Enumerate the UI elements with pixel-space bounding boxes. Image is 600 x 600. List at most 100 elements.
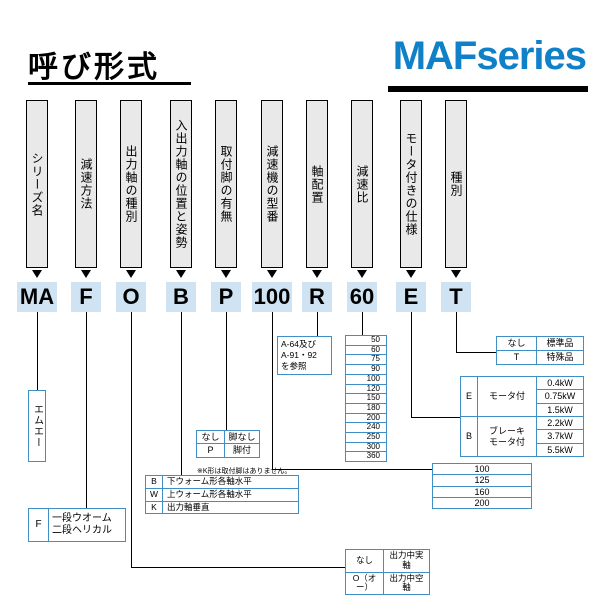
column-label-text: 入出力軸の位置と姿勢 — [174, 119, 188, 249]
down-arrow-icon — [176, 270, 186, 278]
connector-motor-hline — [411, 417, 460, 418]
connector-type-vline — [456, 312, 457, 353]
shaft-position-table: B 下ウォーム形各軸水平 W 上ウォーム形各軸水平 K 出力軸垂直 — [145, 475, 299, 515]
table-row: 3.7kW — [461, 429, 584, 444]
table-cell: 60 — [345, 344, 387, 356]
column-label-text: モータ付きの仕様 — [404, 132, 418, 236]
connector-motor-vline — [411, 312, 412, 418]
connector-model-hline — [272, 469, 432, 470]
table-row: 0.75kW — [461, 389, 584, 404]
connector-mounting-legs-line — [226, 312, 227, 430]
table-cell: 75 — [345, 354, 387, 366]
table-cell: 上ウォーム形各軸水平 — [162, 487, 299, 502]
table-row: B ブレーキ モータ付 2.2kW — [460, 416, 584, 458]
series-reading-text: エムエー — [31, 404, 43, 448]
column-label-type: 種別 — [445, 100, 467, 268]
table-cell: W — [145, 487, 163, 502]
column-label-text: 種別 — [449, 171, 463, 197]
down-arrow-icon — [126, 270, 136, 278]
column-label-reduction-ratio: 減速比 — [351, 100, 373, 268]
table-cell: 100 — [345, 373, 387, 385]
reduction-ratio-table: 50 60 75 90 100 120 150 180 200 240 250 … — [345, 335, 387, 463]
table-row: 1.5kW — [461, 402, 584, 418]
down-arrow-icon — [451, 270, 461, 278]
column-label-series-name: シリーズ名 — [26, 100, 48, 268]
table-row: なし 標準品 — [496, 336, 584, 351]
connector-output-shaft-vline — [131, 312, 132, 568]
column-label-reduction-method: 減速方法 — [75, 100, 97, 268]
down-arrow-icon — [32, 270, 42, 278]
table-cell: 3.7kW — [536, 429, 584, 444]
reduction-method-line2: 二段ヘリカル — [52, 525, 112, 536]
column-label-text: シリーズ名 — [30, 151, 44, 217]
table-cell: 100 — [432, 462, 532, 476]
motor-label-line1: ブレーキ — [488, 426, 525, 437]
table-cell: 120 — [345, 383, 387, 395]
table-row: 360 — [345, 451, 387, 463]
connector-output-shaft-hline — [131, 567, 345, 568]
table-row: 125 — [432, 474, 532, 487]
connector-series-line — [37, 312, 38, 390]
table-cell: 標準品 — [536, 336, 584, 351]
connector-reduction-method-line — [86, 312, 87, 508]
series-reading-box: エムエー — [28, 390, 46, 462]
table-cell: O（オー） — [345, 571, 384, 596]
table-row: 200 — [432, 497, 532, 510]
code-type: T — [441, 282, 471, 312]
table-cell: ブレーキ モータ付 — [477, 416, 537, 458]
title-underline — [28, 82, 191, 85]
reduction-method-line1: 一段ウオーム — [52, 513, 112, 524]
table-cell: 160 — [432, 485, 532, 499]
table-cell: 150 — [345, 393, 387, 404]
down-arrow-icon — [221, 270, 231, 278]
table-cell: 240 — [345, 422, 387, 434]
column-label-motor-spec: モータ付きの仕様 — [400, 100, 422, 268]
table-row: 120 — [345, 383, 387, 395]
table-cell: 5.5kW — [536, 442, 584, 458]
connector-shaft-position-line — [181, 312, 182, 475]
table-cell: 125 — [432, 474, 532, 487]
reference-line2: A-91・92 — [281, 350, 317, 360]
table-cell: 50 — [345, 335, 387, 346]
table-row: なし 脚なし — [196, 429, 260, 445]
reduction-method-table: F 一段ウオーム 二段ヘリカル — [28, 508, 126, 542]
table-cell: 下ウォーム形各軸水平 — [162, 475, 299, 489]
down-arrow-icon — [406, 270, 416, 278]
table-cell: モータ付 — [477, 375, 537, 418]
table-row: B 下ウォーム形各軸水平 — [145, 475, 299, 489]
table-row: 200 — [345, 412, 387, 424]
table-cell: 0.4kW — [536, 375, 584, 391]
connector-ratio-line — [362, 312, 363, 335]
table-cell: 180 — [345, 402, 387, 414]
shaft-arrangement-reference-box: A-64及び A-91・92 を参照 — [277, 336, 332, 375]
table-cell: 脚なし — [224, 429, 260, 445]
table-row: W 上ウォーム形各軸水平 — [145, 487, 299, 502]
series-logo: MAFseries — [392, 34, 587, 78]
table-cell: 脚付 — [224, 443, 260, 458]
down-arrow-icon — [81, 270, 91, 278]
table-cell: K — [145, 500, 163, 515]
table-row: P 脚付 — [196, 443, 260, 458]
reference-line3: を参照 — [281, 361, 307, 371]
code-reduction-method: F — [71, 282, 101, 312]
table-row: E モータ付 0.4kW — [460, 375, 584, 418]
table-cell: 一段ウオーム 二段ヘリカル — [48, 508, 126, 542]
table-cell: 特殊品 — [536, 350, 584, 365]
table-cell: F — [28, 508, 49, 542]
table-row: 90 — [345, 364, 387, 375]
motor-label-line1: モータ付 — [488, 391, 525, 402]
table-cell: 1.5kW — [536, 402, 584, 418]
model-number-table: 100 125 160 200 — [432, 462, 532, 510]
column-label-text: 減速比 — [355, 164, 369, 204]
table-cell: 200 — [432, 497, 532, 510]
mounting-legs-table: なし 脚なし P 脚付 — [196, 429, 260, 458]
code-series: MA — [17, 282, 57, 312]
motor-spec-table: E モータ付 0.4kW 0.75kW 1.5kW B ブレーキ モータ付 2.… — [460, 375, 584, 458]
output-shaft-table: なし 出力中実軸 O（オー） 出力中空軸 — [345, 549, 430, 596]
column-label-text: 軸配置 — [310, 164, 324, 204]
table-cell: 360 — [345, 451, 387, 463]
table-row: 240 — [345, 422, 387, 434]
table-row: 100 — [432, 462, 532, 476]
mounting-legs-footnote: ※K形は取付脚はありません。 — [197, 468, 292, 475]
table-row: T 特殊品 — [496, 350, 584, 365]
